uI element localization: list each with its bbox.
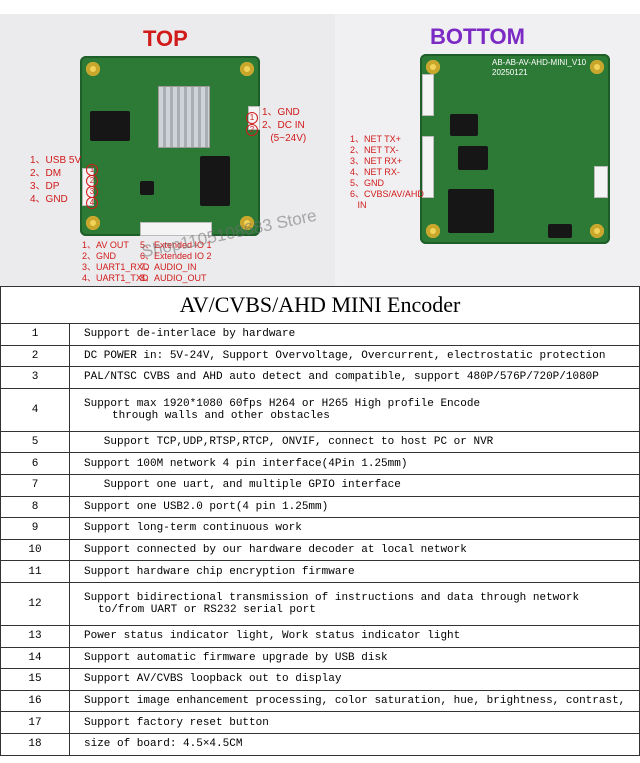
pin-marker: 1 [246,112,258,124]
row-number: 10 [0,538,70,562]
chip [548,224,572,238]
row-text: Support connected by our hardware decode… [69,538,640,562]
row-number: 8 [0,495,70,519]
row-number: 9 [0,517,70,540]
network-connector [422,136,434,198]
row-text-line1: Support max 1920*1080 60fps H264 or H265… [84,397,481,410]
spec-title: AV/CVBS/AHD MINI Encoder [0,286,640,324]
mount-hole [240,216,254,230]
bottom-view-title: BOTTOM [430,24,525,49]
row-text: Support max 1920*1080 60fps H264 or H265… [69,387,640,432]
row-number: 4 [0,387,70,432]
table-row: 4 Support max 1920*1080 60fps H264 or H26… [0,387,640,432]
row-number: 1 [0,323,70,346]
usb-pin-labels: 1、USB 5V 2、DM 3、DP 4、GND [30,155,82,205]
mount-hole [86,62,100,76]
network-pin-labels: 1、NET TX+ 2、NET TX- 3、NET RX+ 4、NET RX- … [350,134,424,210]
mount-hole [86,216,100,230]
board-silkscreen: AB-AB-AV-AHD-MINI_V10 20250121 [492,58,587,77]
row-number: 3 [0,366,70,389]
connector [594,166,608,198]
row-text: Support TCP,UDP,RTSP,RTCP, ONVIF, connec… [69,430,640,454]
row-number: 2 [0,344,70,368]
row-text: DC POWER in: 5V-24V, Support Overvoltage… [69,344,640,368]
bottom-view-panel: BOTTOM AB-AB-AV-AHD-MINI_V10 20250121 1、… [338,14,640,286]
chip [458,146,488,170]
chip [450,114,478,136]
row-number: 12 [0,581,70,626]
main-soc-chip [448,189,494,233]
pin-marker: 4 [86,197,98,209]
mount-hole [426,60,440,74]
product-photos: TOP 1、GND 2、DC IN (5~24V) 1、USB 5V 2、DM … [0,14,640,286]
row-number: 14 [0,646,70,670]
heatsink [158,86,210,148]
row-number: 11 [0,560,70,583]
row-text: Support one uart, and multiple GPIO inte… [69,473,640,497]
row-number: 13 [0,624,70,648]
spec-title-row: AV/CVBS/AHD MINI Encoder [0,286,640,324]
row-text: size of board: 4.5×4.5CM [69,732,640,756]
row-text: Support de-interlace by hardware [69,323,640,346]
power-pin-labels: 1、GND 2、DC IN (5~24V) [262,107,307,144]
io-pin-labels-right: 5、Extended IO 1 6、Extended IO 2 7、AUDIO_… [140,240,212,283]
row-text: Support 100M network 4 pin interface(4Pi… [69,452,640,475]
row-text: Support automatic firmware upgrade by US… [69,646,640,670]
small-chip [140,181,154,195]
bottom-board-image: AB-AB-AV-AHD-MINI_V10 20250121 [420,54,610,244]
mount-hole [426,224,440,238]
row-text: Support long-term continuous work [69,517,640,540]
row-text-line1: Support bidirectional transmission of in… [84,591,580,604]
row-text: Support factory reset button [69,711,640,734]
row-text: Power status indicator light, Work statu… [69,624,640,648]
table-row: 12 Support bidirectional transmission of … [0,581,640,626]
row-text: Support image enhancement processing, co… [69,689,640,713]
row-number: 5 [0,430,70,454]
row-number: 15 [0,668,70,691]
table-row: 7 Support one uart, and multiple GPIO in… [0,473,640,497]
table-row: 5 Support TCP,UDP,RTSP,RTCP, ONVIF, conn… [0,430,640,454]
io-pin-labels-left: 1、AV OUT 2、GND 3、UART1_RXD 4、UART1_TXD [82,240,150,283]
row-text: Support one USB2.0 port(4 pin 1.25mm) [69,495,640,519]
top-board-image [80,56,260,236]
row-text-line2: to/from UART or RS232 serial port [98,603,316,616]
row-number: 16 [0,689,70,713]
mount-hole [590,224,604,238]
io-connector [140,222,212,236]
row-text: Support AV/CVBS loopback out to display [69,668,640,691]
mount-hole [240,62,254,76]
row-number: 7 [0,473,70,497]
network-transformer-chip [90,111,130,141]
mount-hole [590,60,604,74]
row-number: 6 [0,452,70,475]
top-strip [0,0,640,15]
top-view-title: TOP [143,26,188,51]
row-number: 17 [0,711,70,734]
connector [422,74,434,116]
row-text: Support hardware chip encryption firmwar… [69,560,640,583]
row-number: 18 [0,732,70,756]
row-text: PAL/NTSC CVBS and AHD auto detect and co… [69,366,640,389]
row-text: Support bidirectional transmission of in… [69,581,640,626]
memory-chip [200,156,230,206]
row-text-line2: through walls and other obstacles [112,409,330,422]
pin-marker: 2 [246,124,258,136]
top-view-panel: TOP 1、GND 2、DC IN (5~24V) 1、USB 5V 2、DM … [0,14,335,286]
